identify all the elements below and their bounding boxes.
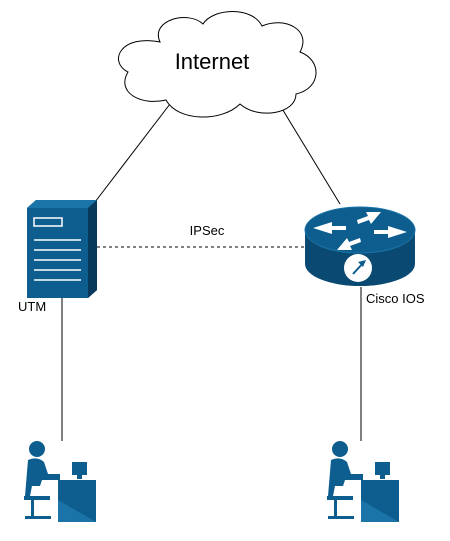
internet-label: Internet	[175, 49, 250, 74]
link-internet-utm	[94, 103, 171, 203]
cloud-icon	[118, 11, 317, 118]
user-workstation-icon	[24, 441, 96, 522]
server-icon	[27, 200, 97, 298]
router-label: Cisco IOS	[366, 291, 425, 306]
ipsec-label: IPSec	[190, 223, 225, 238]
user-workstation-icon	[327, 441, 399, 522]
link-internet-router	[277, 101, 341, 205]
router-icon	[304, 206, 416, 286]
utm-label: UTM	[18, 299, 46, 314]
